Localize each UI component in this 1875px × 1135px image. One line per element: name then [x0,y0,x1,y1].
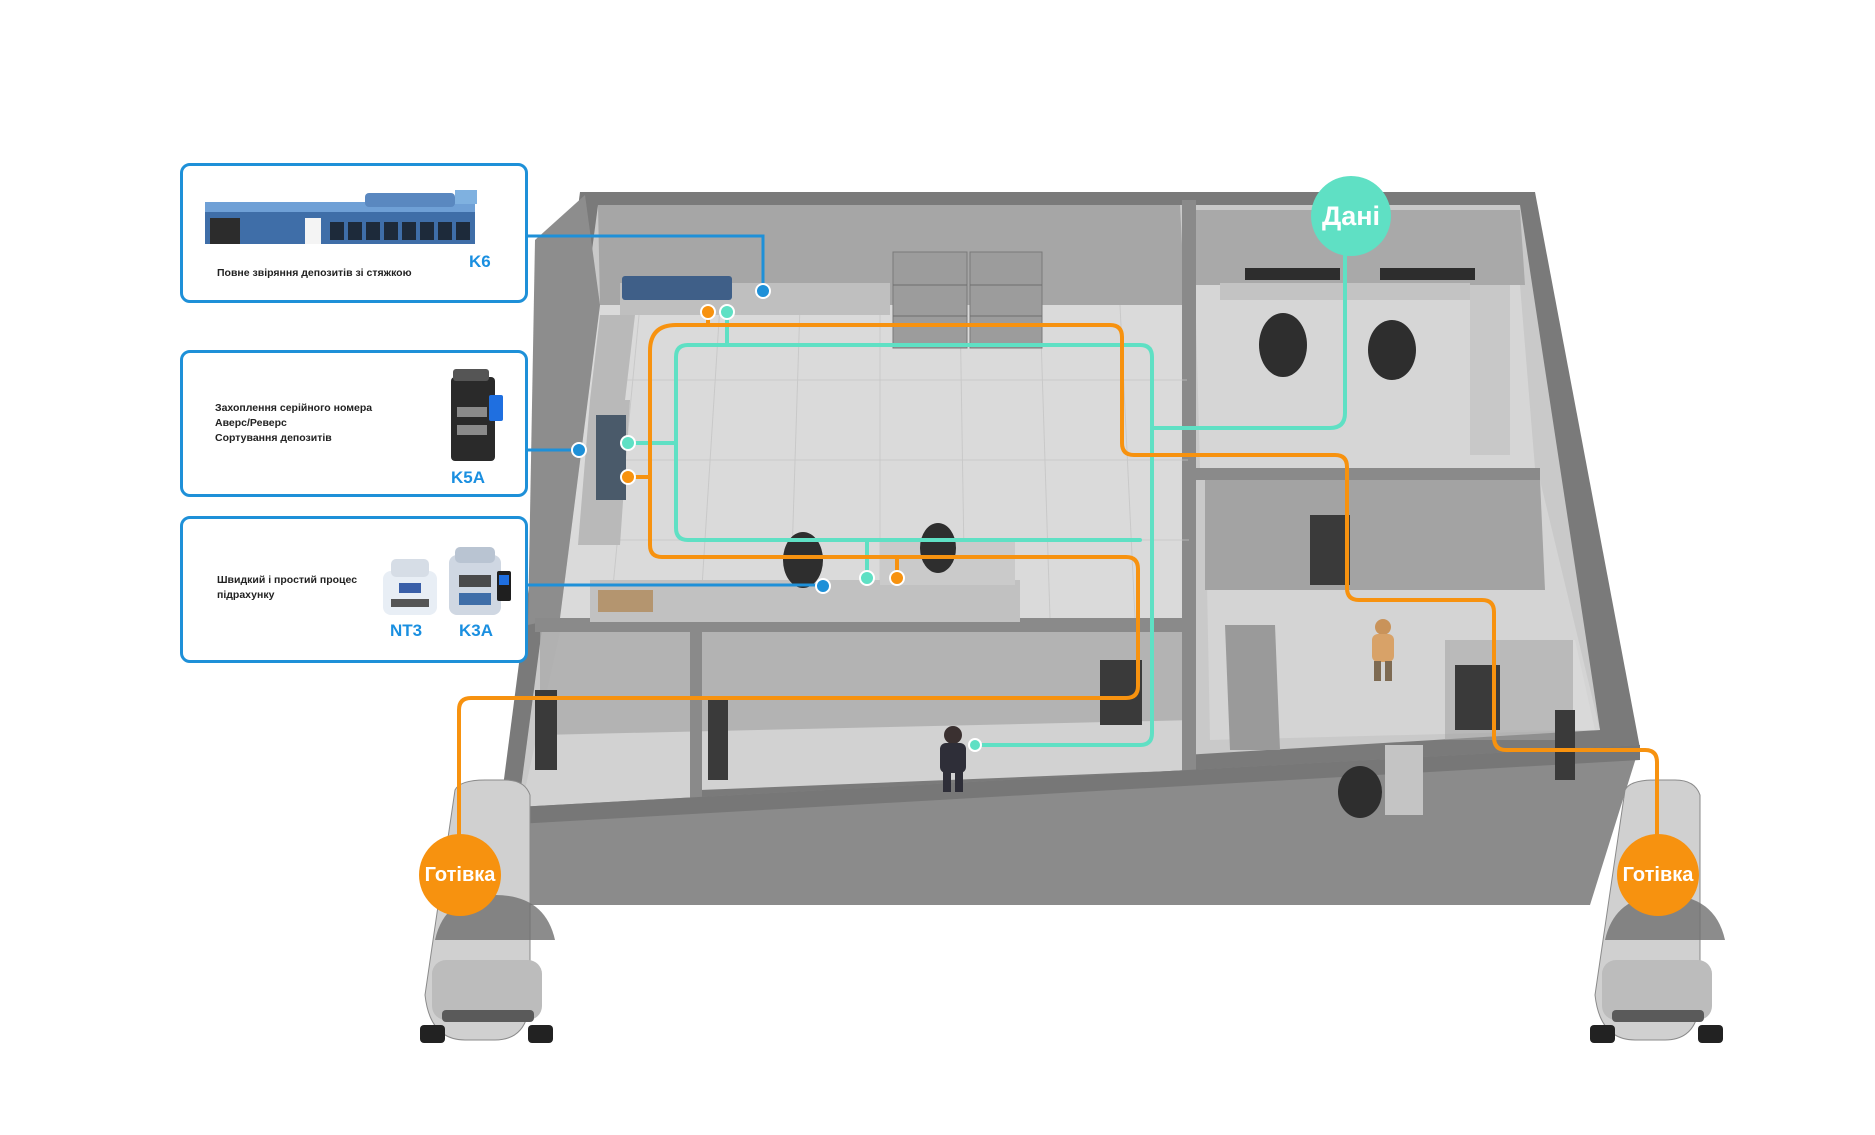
front-wall-top [500,745,1640,825]
k5a-model-label: K5A [451,468,486,487]
door-bottom-left [535,690,557,770]
left-counter-upper [590,315,635,400]
k5a-target-dot [571,442,587,458]
k6-model-label: K6 [469,252,491,271]
callout-k5a: Захоплення серійного номера Аверс/Реверс… [180,350,528,497]
callout-k3a: Швидкий і простий процес підрахунку NT3 … [180,516,528,663]
k6-target-dot [755,283,771,299]
cash-bubble-left: Готівка [419,834,501,916]
k6-connector [527,234,765,291]
k6-machine-on-floor [622,276,732,300]
callout-k6: Повне звіряння депозитів зі стяжкою K6 [180,163,528,303]
callout-connector-dots [571,283,831,594]
hall-back-wall [1205,480,1545,590]
counter-boxes [598,590,653,612]
cabinet-shelves [893,284,1042,317]
data-to-server [1150,223,1347,430]
banknote-counter-k3a-icon [449,547,511,615]
cash-bubble-right: Готівка [1617,834,1699,916]
door-bottom-mid [708,700,728,780]
door-hall [1310,515,1350,585]
bottom-room-back-wall [540,630,1195,735]
office-chair-icon [783,532,823,588]
data-bubble: Дані [1311,176,1391,256]
cash-loop [674,323,1659,837]
k5a-cash-node [620,469,636,485]
banknote-sorter-k6-icon [205,190,477,244]
office-chair-icon [1338,766,1382,818]
k5a-description: Захоплення серійного номера Аверс/Реверс… [215,402,373,444]
connector-dots [620,304,982,752]
office-chair-icon [920,523,956,573]
partition-horizontal-2 [1195,468,1540,480]
workroom-floor [560,305,1190,618]
hall-cabinet [1225,625,1280,750]
data-loop-inner [674,343,1142,542]
building [500,192,1640,905]
furniture-people [783,313,1416,818]
cash-left-loop [457,323,1140,837]
callout-connectors [527,234,823,587]
k3a-model-label: K3A [459,621,494,640]
monitors-2 [1380,268,1475,280]
k3a-data-node [859,570,875,586]
banknote-counter-k5a-icon [451,369,503,461]
banknote-counter-nt3-icon [383,559,437,615]
vault-data-node [968,738,982,752]
cabinet-1 [892,251,968,349]
person-icon [940,726,966,792]
left-wall-face [528,195,600,625]
k6-description: Повне звіряння депозитів зі стяжкою [217,267,412,279]
data-room-side-counter [1470,285,1510,455]
k5a-machines-on-counter [596,415,626,500]
data-loop [686,343,1154,747]
hall-desk [1385,745,1423,815]
door-right-small [1555,710,1575,780]
data-flow-lines [626,223,1347,747]
office-chair-icon [1259,313,1307,377]
k3a-cash-node [889,570,905,586]
partition-vertical-1 [1182,200,1196,800]
k6-cash-node [700,304,716,320]
cabinet-2 [969,251,1043,349]
k3a-target-dot [815,578,831,594]
nt3-model-label: NT3 [390,621,423,640]
office-chair-icon [1368,320,1416,380]
person-icon [1372,619,1394,681]
k5a-data-node [620,435,636,451]
k3a-description: Швидкий і простий процес підрахунку [217,574,358,601]
partition-vertical-2 [690,630,702,810]
monitors-1 [1245,268,1340,280]
k6-data-node [719,304,735,320]
